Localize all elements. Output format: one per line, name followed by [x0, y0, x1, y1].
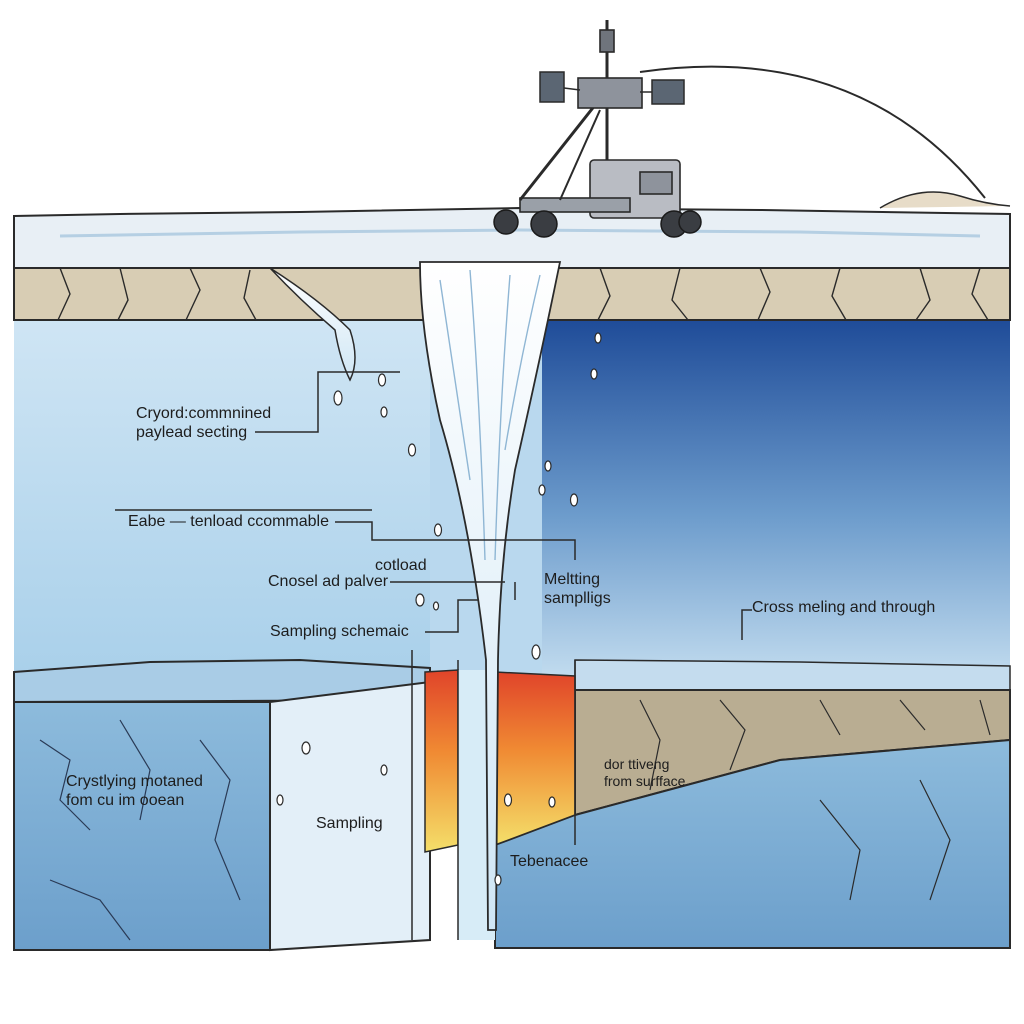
meltwater-column — [419, 261, 562, 931]
label-sampling: Sampling — [316, 815, 383, 832]
label-payload-line2: paylead secting — [136, 424, 248, 441]
water-droplets — [276, 332, 602, 886]
label-crystallizing-line1: Crystlying motaned — [66, 773, 203, 790]
label-sampling-schematic: Sampling schemaic — [270, 623, 409, 640]
label-cotload: cotload — [375, 557, 427, 574]
label-crystallizing-line2: fom cu im ooean — [66, 792, 185, 809]
melt-zone-left — [424, 669, 459, 853]
label-melting-line1: Meltting — [544, 571, 601, 588]
label-crosselad: Cnosel ad palver — [268, 573, 389, 590]
label-from-surface: dor ttiveng from surfface — [604, 756, 685, 790]
rock-crust-cracks — [57, 267, 989, 321]
tether-cable — [639, 65, 986, 199]
label-melting-line2: samplligs — [544, 590, 611, 607]
lower-ice-cracks — [39, 719, 241, 941]
label-melting-samplings: Meltting samplligs — [544, 570, 611, 608]
seafloor-right-top — [574, 659, 1011, 691]
surface-ice-highlight — [59, 228, 981, 238]
rover-wheels — [493, 209, 702, 238]
label-payload-section: Cryord:commnined paylead secting — [136, 404, 271, 442]
meltwater-strands — [439, 269, 541, 561]
snow-mound — [879, 191, 1011, 209]
ocean-left — [14, 318, 434, 678]
label-from-surface-line2: from surfface — [604, 773, 686, 789]
label-eabe: Eabe — tenload ccommable — [128, 513, 329, 530]
label-cross-melting: Cross meling and through — [752, 599, 936, 616]
solar-panels — [539, 71, 685, 105]
ocean-right — [540, 318, 1010, 678]
leader-lines — [115, 371, 752, 940]
lower-ice-block-left — [13, 701, 271, 951]
label-crystallizing: Crystlying motaned fom cu im ooean — [66, 772, 203, 810]
melt-zone-right — [494, 671, 576, 847]
surface-rover — [518, 20, 681, 219]
meltwater-left-drip — [269, 267, 356, 382]
rock-right-cracks — [639, 699, 991, 901]
label-tebenacee: Tebenacee — [510, 853, 589, 870]
label-from-surface-line1: dor ttiveng — [604, 756, 670, 772]
label-payload-line1: Cryord:commnined — [136, 405, 272, 422]
